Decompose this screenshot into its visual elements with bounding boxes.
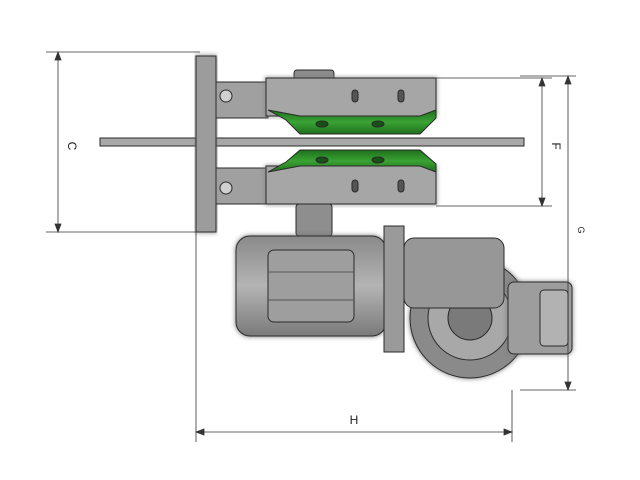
belt-guide-lower — [267, 149, 437, 173]
gearbox-top — [403, 237, 505, 309]
plate-screws — [219, 89, 233, 195]
lower-housing — [265, 165, 437, 205]
belt-guide-holes — [315, 120, 385, 164]
housing-slots — [351, 89, 405, 193]
mounting-plate — [195, 55, 217, 233]
motor-band — [267, 249, 355, 323]
upper-assembly — [99, 55, 525, 237]
dim-g-label: G — [576, 226, 586, 233]
upper-housing — [265, 77, 437, 117]
screw-icon — [219, 89, 233, 103]
dimension-lines — [46, 50, 576, 442]
belt-guide-upper — [267, 109, 437, 135]
dim-c-label: C — [65, 142, 79, 151]
coupling-neck — [295, 203, 333, 237]
dim-f-label: F — [549, 142, 563, 149]
screw-icon — [219, 181, 233, 195]
gearbox-flange — [383, 225, 405, 353]
dim-h-label: H — [350, 413, 359, 427]
shaft — [99, 137, 525, 147]
motor-assembly — [235, 225, 573, 379]
terminal-cover — [539, 289, 569, 347]
